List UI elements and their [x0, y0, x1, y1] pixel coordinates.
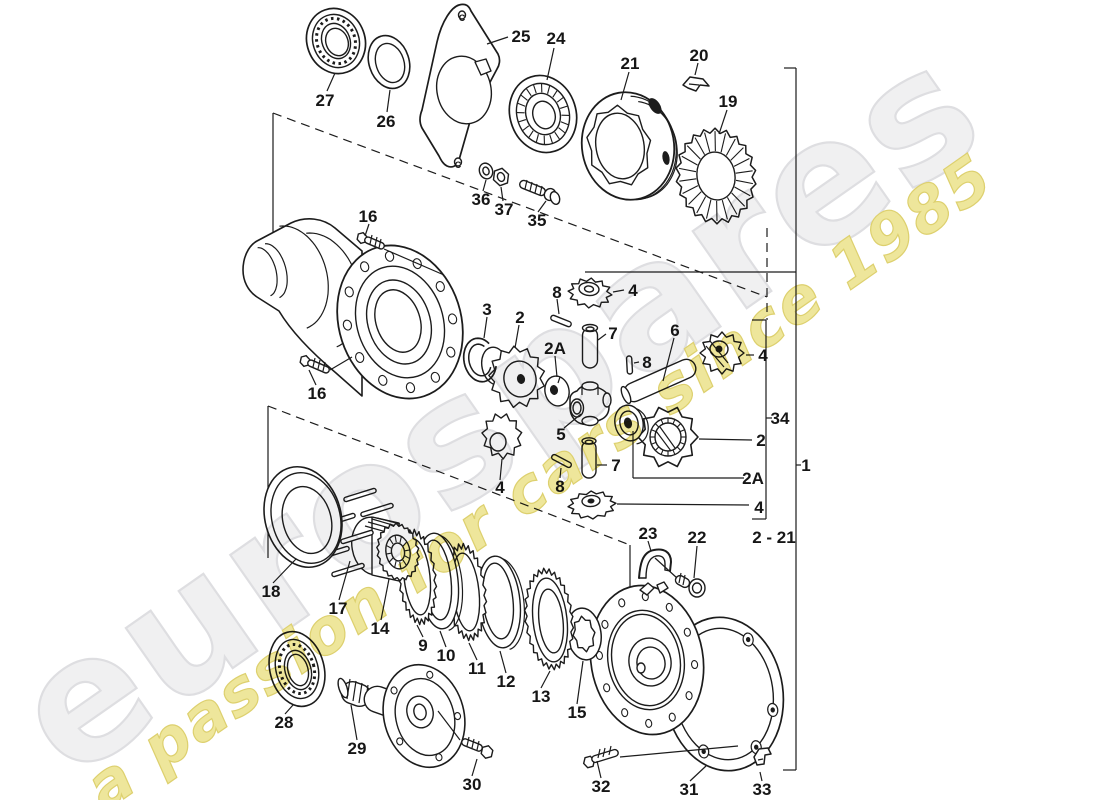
callout-12-39: 12 [497, 672, 516, 691]
callout-31-46: 31 [680, 780, 699, 799]
part-6-shaft [620, 358, 697, 405]
callout-4-29: 4 [754, 498, 764, 517]
part-hub-washer [614, 404, 649, 445]
callout-6-18: 6 [670, 321, 679, 340]
callout-27-2: 27 [316, 91, 335, 110]
part-2a-washer [544, 375, 570, 407]
callout-2-13: 2 [515, 308, 524, 327]
callout-13-40: 13 [532, 687, 551, 706]
part-29-flange [337, 663, 466, 769]
callout-29-43: 29 [348, 739, 367, 758]
callout-20-5: 20 [690, 46, 709, 65]
part-4-gear-right [699, 331, 745, 375]
part-16-bolt-top [356, 231, 385, 250]
part-28-bearing [268, 630, 326, 708]
part-15-spring-ring [566, 607, 602, 661]
callout-30-44: 30 [463, 775, 482, 794]
callout-33-47: 33 [753, 780, 772, 799]
part-2-side-gear [480, 345, 546, 409]
callout-15-41: 15 [568, 703, 587, 722]
callout-18-33: 18 [262, 582, 281, 601]
part-36-washer [478, 162, 494, 180]
callout-2-21-30: 2 - 21 [752, 528, 795, 547]
part-2-coupler [637, 406, 699, 468]
part-19-crown-ring [675, 127, 757, 225]
part-housing [242, 218, 464, 400]
callout-17-34: 17 [329, 599, 348, 618]
callout-36-7: 36 [472, 190, 491, 209]
callout-22-32: 22 [688, 528, 707, 547]
part-18-shim-ring [263, 465, 343, 569]
leader-lines [272, 36, 763, 782]
callout-9-36: 9 [418, 636, 427, 655]
part-13-disc [523, 567, 575, 671]
part-7-sleeve-top [581, 323, 599, 369]
part-22-plug [674, 572, 706, 598]
callout-23-31: 23 [639, 524, 658, 543]
part-27-bearing [305, 7, 367, 75]
callout-8-19: 8 [642, 353, 651, 372]
callout-4-21: 4 [495, 478, 505, 497]
callout-10-37: 10 [437, 646, 456, 665]
part-26-ring [367, 34, 411, 90]
callout-1-27: 1 [801, 456, 810, 475]
callout-2A-14: 2A [544, 339, 566, 358]
part-8-pin-top [550, 314, 572, 328]
callout-7-23: 7 [611, 456, 620, 475]
callout-2A-28: 2A [742, 469, 764, 488]
part-30-bolt [461, 736, 494, 759]
callout-5-20: 5 [556, 425, 565, 444]
callout-16-10: 16 [359, 207, 378, 226]
part-37-nut [492, 167, 510, 187]
callout-3-12: 3 [482, 300, 491, 319]
part-4-gear-top [567, 277, 613, 309]
callout-8-22: 8 [555, 477, 564, 496]
part-32-bolt [582, 745, 619, 769]
part-33-clip [753, 747, 772, 766]
plate-mark-1: C [455, 160, 462, 170]
part-21-ring-gear [580, 91, 678, 201]
callout-4-16: 4 [628, 281, 638, 300]
callout-25-0: 25 [512, 27, 531, 46]
callout-21-4: 21 [621, 54, 640, 73]
callout-32-45: 32 [592, 777, 611, 796]
part-carrier-plate [589, 581, 705, 736]
callout-26-3: 26 [377, 112, 396, 131]
part-16-bolt-bottom [299, 354, 330, 374]
callout-24-1: 24 [547, 29, 566, 48]
callout-35-9: 35 [528, 211, 547, 230]
plate-mark-0: C [459, 13, 466, 23]
part-14-splined-hub [351, 516, 420, 582]
callout-4-24: 4 [758, 346, 768, 365]
part-35-bolt [519, 179, 561, 206]
callout-2-26: 2 [756, 431, 765, 450]
part-25-cover-plate [419, 3, 501, 168]
diagram-artwork [242, 3, 801, 782]
part-8-pin-right [625, 355, 634, 375]
part-24-bearing [508, 74, 578, 154]
part-4-gear-bottom-left [481, 413, 523, 460]
callout-37-8: 37 [495, 200, 514, 219]
part-7-sleeve-bottom [581, 437, 597, 479]
part-20-clip [682, 76, 710, 92]
callout-28-42: 28 [275, 713, 294, 732]
callout-16-11: 16 [308, 384, 327, 403]
part-8-pin-bottom [551, 453, 572, 469]
callout-11-38: 11 [468, 659, 486, 678]
part-3-snap-ring [462, 337, 497, 383]
callout-34-25: 34 [771, 409, 790, 428]
callout-7-17: 7 [608, 324, 617, 343]
callout-14-35: 14 [371, 619, 390, 638]
callout-19-6: 19 [719, 92, 738, 111]
part-23-bracket [638, 548, 672, 579]
part-4-gear-bottom-center [567, 490, 617, 520]
callout-8-15: 8 [552, 283, 561, 302]
